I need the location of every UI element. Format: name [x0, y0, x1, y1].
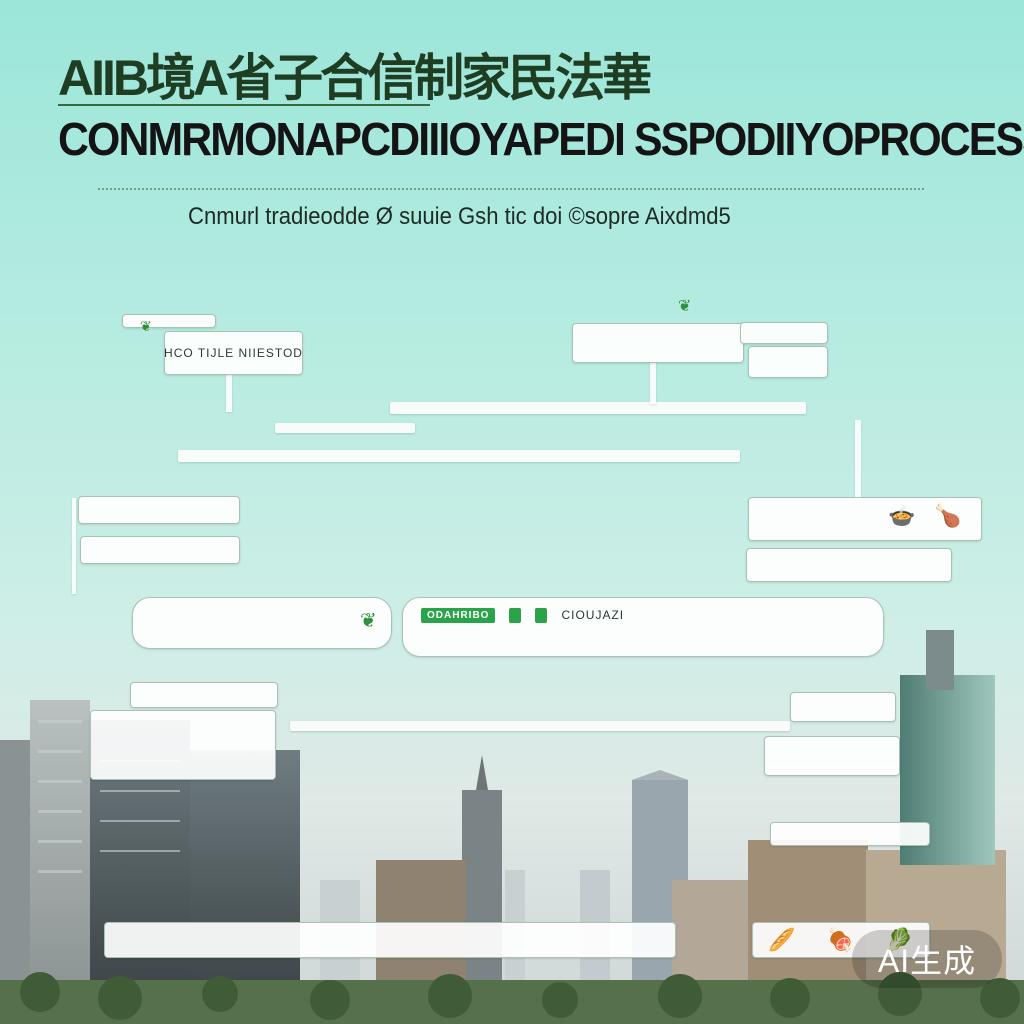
center-panel: ODAHRIBO CIOUJAZI [402, 597, 884, 657]
food-icon: 🍖 [826, 927, 856, 952]
top-left-box: HCO TIJLE NIIESTOD [164, 331, 303, 375]
center-tag-1: ODAHRIBO [421, 608, 496, 623]
leaf-icon: ❦ [360, 610, 377, 632]
top-left-tab [122, 314, 216, 328]
top-right-box-a [572, 323, 744, 363]
center-row-text [403, 623, 883, 629]
right-mid-box-2 [746, 548, 952, 582]
left-mid-box-2 [80, 536, 240, 564]
title-underline [58, 104, 430, 106]
left-mid-box-1 [78, 496, 240, 524]
connector-bar [290, 721, 790, 731]
cjk-title: AIIB境A省子合信制家民法華 [58, 50, 652, 106]
ai-generated-badge: AI生成 [852, 930, 1002, 988]
top-right-box-c [748, 346, 828, 378]
dotted-divider [98, 188, 924, 190]
connector-line [855, 420, 861, 498]
center-right-label: CIOUJAZI [561, 608, 625, 622]
lower-right-box-2 [764, 736, 900, 776]
connector-bar [178, 450, 740, 462]
right-mid-box-1 [748, 497, 982, 541]
leaf-icon: ❦ [140, 318, 152, 334]
food-icon: 🥬 [885, 927, 914, 952]
bottom-food-box: 🥖 🍖 🥬 [752, 922, 930, 958]
center-pill-left [132, 597, 392, 649]
connector-bar [275, 423, 415, 433]
lower-left-box-1 [130, 682, 278, 708]
food-icon: 🍗 [934, 503, 962, 528]
lower-left-box-2 [90, 710, 276, 780]
bottom-bar [104, 922, 676, 958]
top-right-box-b [740, 322, 828, 344]
skyline-right-box [770, 822, 930, 846]
connector-bar [390, 402, 806, 414]
food-icon: 🍲 [888, 503, 916, 528]
center-tag-3 [535, 608, 548, 623]
food-icon: 🥖 [768, 927, 797, 952]
subtitle: Cnmurl tradieodde Ø suuie Gsh tic doi ©s… [188, 203, 731, 230]
center-tag-2 [509, 608, 522, 623]
leaf-icon: ❦ [678, 298, 692, 315]
main-title: CONMRMONAPCDIIIOYAPEDI SSPODIIYOPROCESS [58, 113, 1024, 165]
connector-line [650, 360, 656, 404]
connector-line [72, 498, 76, 594]
lower-right-box-1 [790, 692, 896, 722]
connector-line [226, 370, 232, 412]
